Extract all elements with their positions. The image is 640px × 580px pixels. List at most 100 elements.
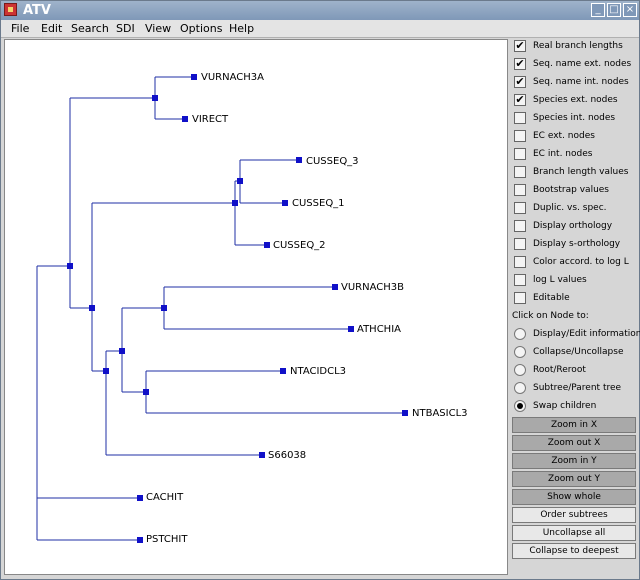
radio-button[interactable]: [514, 400, 526, 412]
action-display-edit[interactable]: Display/Edit information: [514, 327, 640, 343]
checkbox[interactable]: ✔: [514, 39, 526, 52]
option-bootstrap-values[interactable]: Bootstrap values: [514, 183, 638, 199]
menu-bar: File Edit Search SDI View Options Help: [1, 20, 639, 38]
radio-button[interactable]: [514, 328, 526, 340]
zoom-out-x-button[interactable]: Zoom out X: [512, 435, 636, 451]
tree-node[interactable]: [237, 178, 243, 184]
option-color-log-l[interactable]: Color accord. to log L: [514, 255, 638, 271]
tree-node[interactable]: [191, 74, 197, 80]
click-section-label: Click on Node to:: [512, 311, 589, 321]
maximize-button[interactable]: □: [607, 3, 621, 17]
tree-node[interactable]: [143, 389, 149, 395]
leaf-label[interactable]: S66038: [268, 450, 306, 461]
option-real-branch-lengths[interactable]: ✔Real branch lengths: [514, 39, 623, 52]
checkbox[interactable]: ✔: [514, 75, 526, 88]
option-duplic-vs-spec[interactable]: Duplic. vs. spec.: [514, 201, 638, 217]
action-collapse[interactable]: Collapse/Uncollapse: [514, 345, 638, 361]
action-subtree-parent[interactable]: Subtree/Parent tree: [514, 381, 638, 397]
tree-node[interactable]: [137, 537, 143, 543]
leaf-label[interactable]: PSTCHIT: [146, 534, 188, 545]
app-icon: [4, 3, 17, 16]
tree-node[interactable]: [402, 410, 408, 416]
uncollapse-all-button[interactable]: Uncollapse all: [512, 525, 636, 541]
checkbox[interactable]: ✔: [514, 57, 526, 70]
leaf-label[interactable]: CUSSEQ_3: [306, 156, 359, 167]
checkbox[interactable]: [514, 148, 526, 160]
leaf-label[interactable]: NTBASICL3: [412, 408, 468, 419]
tree-node[interactable]: [103, 368, 109, 374]
checkbox[interactable]: [514, 274, 526, 286]
zoom-in-y-button[interactable]: Zoom in Y: [512, 453, 636, 469]
close-button[interactable]: ×: [623, 3, 637, 17]
tree-node[interactable]: [89, 305, 95, 311]
window-title: ATV: [23, 3, 51, 18]
leaf-label[interactable]: VIRECT: [192, 114, 229, 125]
tree-node[interactable]: [282, 200, 288, 206]
action-root-reroot[interactable]: Root/Reroot: [514, 363, 638, 379]
option-seq-name-int[interactable]: ✔Seq. name int. nodes: [514, 75, 629, 88]
control-panel: ✔Real branch lengths ✔Seq. name ext. nod…: [510, 39, 640, 577]
checkbox[interactable]: [514, 292, 526, 304]
tree-node[interactable]: [332, 284, 338, 290]
zoom-out-y-button[interactable]: Zoom out Y: [512, 471, 636, 487]
option-ec-int[interactable]: EC int. nodes: [514, 147, 638, 163]
checkbox[interactable]: ✔: [514, 93, 526, 106]
menu-view[interactable]: View: [145, 22, 172, 35]
checkbox[interactable]: [514, 130, 526, 142]
tree-node[interactable]: [348, 326, 354, 332]
option-log-l-values[interactable]: log L values: [514, 273, 638, 289]
collapse-to-deepest-button[interactable]: Collapse to deepest: [512, 543, 636, 559]
tree-node[interactable]: [296, 157, 302, 163]
checkbox[interactable]: [514, 166, 526, 178]
menu-edit[interactable]: Edit: [41, 22, 63, 35]
leaf-label[interactable]: CACHIT: [146, 492, 184, 503]
checkbox[interactable]: [514, 256, 526, 268]
tree-node[interactable]: [119, 348, 125, 354]
option-editable[interactable]: Editable: [514, 291, 638, 307]
tree-node[interactable]: [280, 368, 286, 374]
tree-node[interactable]: [264, 242, 270, 248]
tree-node[interactable]: [161, 305, 167, 311]
zoom-in-x-button[interactable]: Zoom in X: [512, 417, 636, 433]
show-whole-button[interactable]: Show whole: [512, 489, 636, 505]
menu-help[interactable]: Help: [229, 22, 255, 35]
tree-panel[interactable]: VURNACH3A VIRECT CUSSEQ_3 CUSSEQ_1 CUSSE…: [4, 39, 508, 575]
leaf-label[interactable]: VURNACH3A: [201, 72, 264, 83]
phylogenetic-tree[interactable]: VURNACH3A VIRECT CUSSEQ_3 CUSSEQ_1 CUSSE…: [5, 40, 507, 574]
option-seq-name-ext[interactable]: ✔Seq. name ext. nodes: [514, 57, 632, 70]
leaf-label[interactable]: ATHCHIA: [357, 324, 401, 335]
radio-button[interactable]: [514, 364, 526, 376]
leaf-label[interactable]: CUSSEQ_2: [273, 240, 326, 251]
option-branch-length-values[interactable]: Branch length values: [514, 165, 638, 181]
title-bar[interactable]: ATV _ □ ×: [1, 1, 639, 20]
radio-button[interactable]: [514, 346, 526, 358]
menu-options[interactable]: Options: [180, 22, 223, 35]
checkbox[interactable]: [514, 112, 526, 124]
checkbox[interactable]: [514, 220, 526, 232]
tree-node[interactable]: [259, 452, 265, 458]
option-display-orthology[interactable]: Display orthology: [514, 219, 638, 235]
tree-node[interactable]: [137, 495, 143, 501]
menu-sdi[interactable]: SDI: [116, 22, 135, 35]
checkbox[interactable]: [514, 184, 526, 196]
menu-search[interactable]: Search: [71, 22, 109, 35]
leaf-label[interactable]: VURNACH3B: [341, 282, 404, 293]
leaf-label[interactable]: CUSSEQ_1: [292, 198, 345, 209]
tree-node[interactable]: [67, 263, 73, 269]
tree-node[interactable]: [182, 116, 188, 122]
menu-file[interactable]: File: [11, 22, 30, 35]
checkbox[interactable]: [514, 202, 526, 214]
action-swap-children[interactable]: Swap children: [514, 399, 638, 415]
option-display-s-orthology[interactable]: Display s-orthology: [514, 237, 638, 253]
option-ec-ext[interactable]: EC ext. nodes: [514, 129, 638, 145]
checkbox[interactable]: [514, 238, 526, 250]
radio-button[interactable]: [514, 382, 526, 394]
minimize-button[interactable]: _: [591, 3, 605, 17]
option-species-ext[interactable]: ✔Species ext. nodes: [514, 93, 618, 106]
option-species-int[interactable]: Species int. nodes: [514, 111, 638, 127]
leaf-label[interactable]: NTACIDCL3: [290, 366, 346, 377]
tree-node[interactable]: [152, 95, 158, 101]
tree-node[interactable]: [232, 200, 238, 206]
order-subtrees-button[interactable]: Order subtrees: [512, 507, 636, 523]
